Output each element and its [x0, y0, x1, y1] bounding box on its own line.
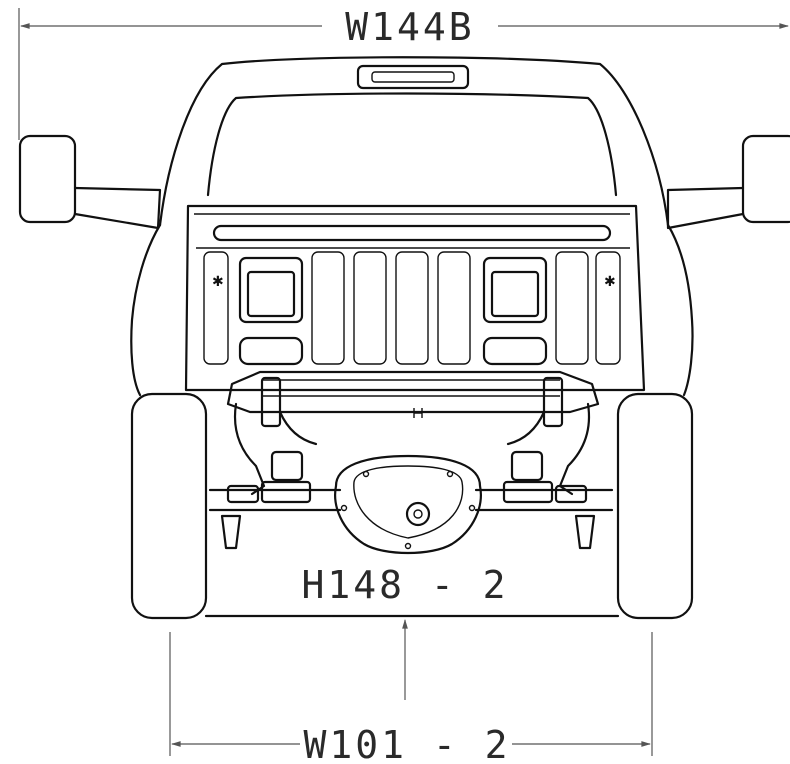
right-rear-tire — [616, 392, 694, 620]
w144b-label: W144B — [345, 5, 474, 49]
h148-2-label: H148 - 2 — [301, 563, 508, 607]
frame-and-suspension — [208, 370, 614, 555]
left-rear-tire — [130, 392, 208, 620]
svg-text:✱: ✱ — [212, 274, 224, 290]
left-mirror — [18, 134, 162, 230]
truck-cab — [130, 56, 694, 397]
dimension-w101-2 — [169, 632, 653, 756]
svg-text:✱: ✱ — [604, 274, 616, 290]
right-mirror — [666, 134, 790, 230]
dimension-w144b — [18, 8, 789, 140]
w101-2-label: W101 - 2 — [303, 723, 510, 764]
bed-front-wall: ✱ ✱ — [184, 204, 646, 392]
